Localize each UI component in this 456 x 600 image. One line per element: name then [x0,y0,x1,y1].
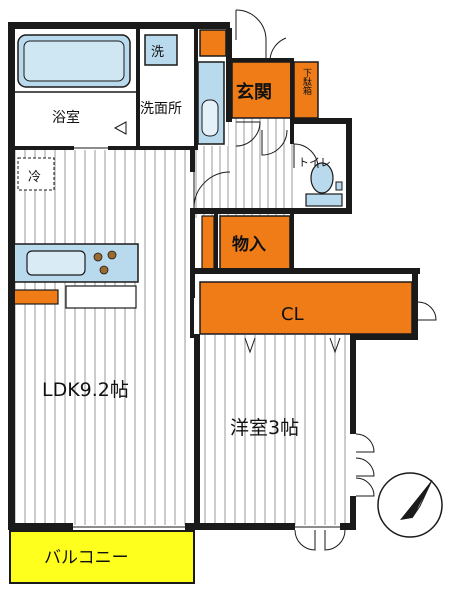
washer-pan [144,34,178,66]
toilet-label: トイレ [298,156,331,169]
walls [8,22,420,530]
burner-3 [99,265,109,275]
storage-label: 物入 [232,234,266,255]
toilet-paper [335,181,343,191]
closet-label: CL [281,304,304,325]
fridge-label: 冷 [28,170,41,185]
shoe-box-label: 下駄箱 [301,68,312,96]
kitchen-orange-unit [13,289,59,305]
shoe-box [293,61,319,119]
ldk-floor [14,150,194,525]
toilet-tank [305,193,343,207]
kitchen-lower-counter [65,285,137,309]
door-swings [193,9,437,551]
bath-label: 浴室 [52,109,80,126]
toilet-bowl [310,162,334,194]
washer-label: 洗 [151,45,164,60]
bathtub-inner [23,40,125,82]
balcony-label: バルコニー [44,548,129,568]
western-floor [200,335,350,525]
storage-small [201,215,215,271]
kitchen-sink [26,250,86,276]
north-arrow-icon [377,472,443,538]
ldk-label: LDK9.2帖 [42,379,129,401]
western-room-label: 洋室3帖 [230,417,299,439]
closet-area [199,281,413,335]
burner-2 [107,250,117,260]
burner-1 [93,252,103,262]
washroom-orange-box [199,29,227,57]
washroom-label: 洗面所 [140,101,182,117]
balcony [9,530,195,584]
drain-mark [113,121,127,135]
basin-bowl [201,99,219,137]
fridge-space [17,157,55,191]
entrance-label: 玄関 [236,81,272,103]
window-markers [73,147,341,528]
